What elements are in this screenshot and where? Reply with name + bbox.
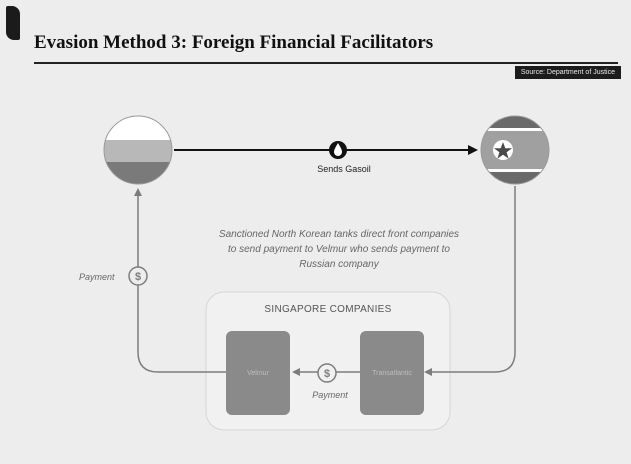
logo-icon (6, 6, 20, 40)
company-velmur: Velmur (226, 331, 290, 415)
svg-text:$: $ (135, 271, 141, 283)
dollar-coin-icon: $ (317, 363, 337, 383)
sends-gasoil-label: Sends Gasoil (317, 164, 371, 174)
russia-flag-stripe-bottom (104, 162, 172, 184)
source-label: Source: Department of Justice (514, 66, 621, 79)
payment-nk-to-transatlantic-line (424, 186, 516, 376)
north-korea-flag-node (480, 115, 550, 185)
svg-text:$: $ (324, 368, 330, 380)
payment-label-left: Payment (79, 272, 115, 282)
payment-velmur-to-russia-line (134, 188, 226, 373)
nk-flag-stripe-top (481, 116, 549, 128)
russia-flag-stripe-middle (104, 140, 172, 162)
diagram-caption: Sanctioned North Korean tanks direct fro… (218, 229, 460, 270)
company-label: Velmur (247, 369, 269, 377)
oil-drop-icon (329, 141, 347, 159)
russia-flag-border (103, 115, 173, 185)
north-korea-flag-border (480, 115, 550, 185)
payment-label-bottom: Payment (312, 390, 348, 400)
russia-flag-node (103, 115, 173, 185)
dollar-coin-icon: $ (128, 266, 148, 286)
title-divider (34, 62, 618, 64)
slide-title: Evasion Method 3: Foreign Financial Faci… (34, 32, 434, 53)
company-label: Transatlantic (372, 369, 412, 377)
russia-flag-stripe-white (104, 116, 172, 140)
company-transatlantic: Transatlantic (360, 331, 424, 415)
star-icon (494, 142, 512, 159)
singapore-companies-title: SINGAPORE COMPANIES (264, 304, 392, 315)
